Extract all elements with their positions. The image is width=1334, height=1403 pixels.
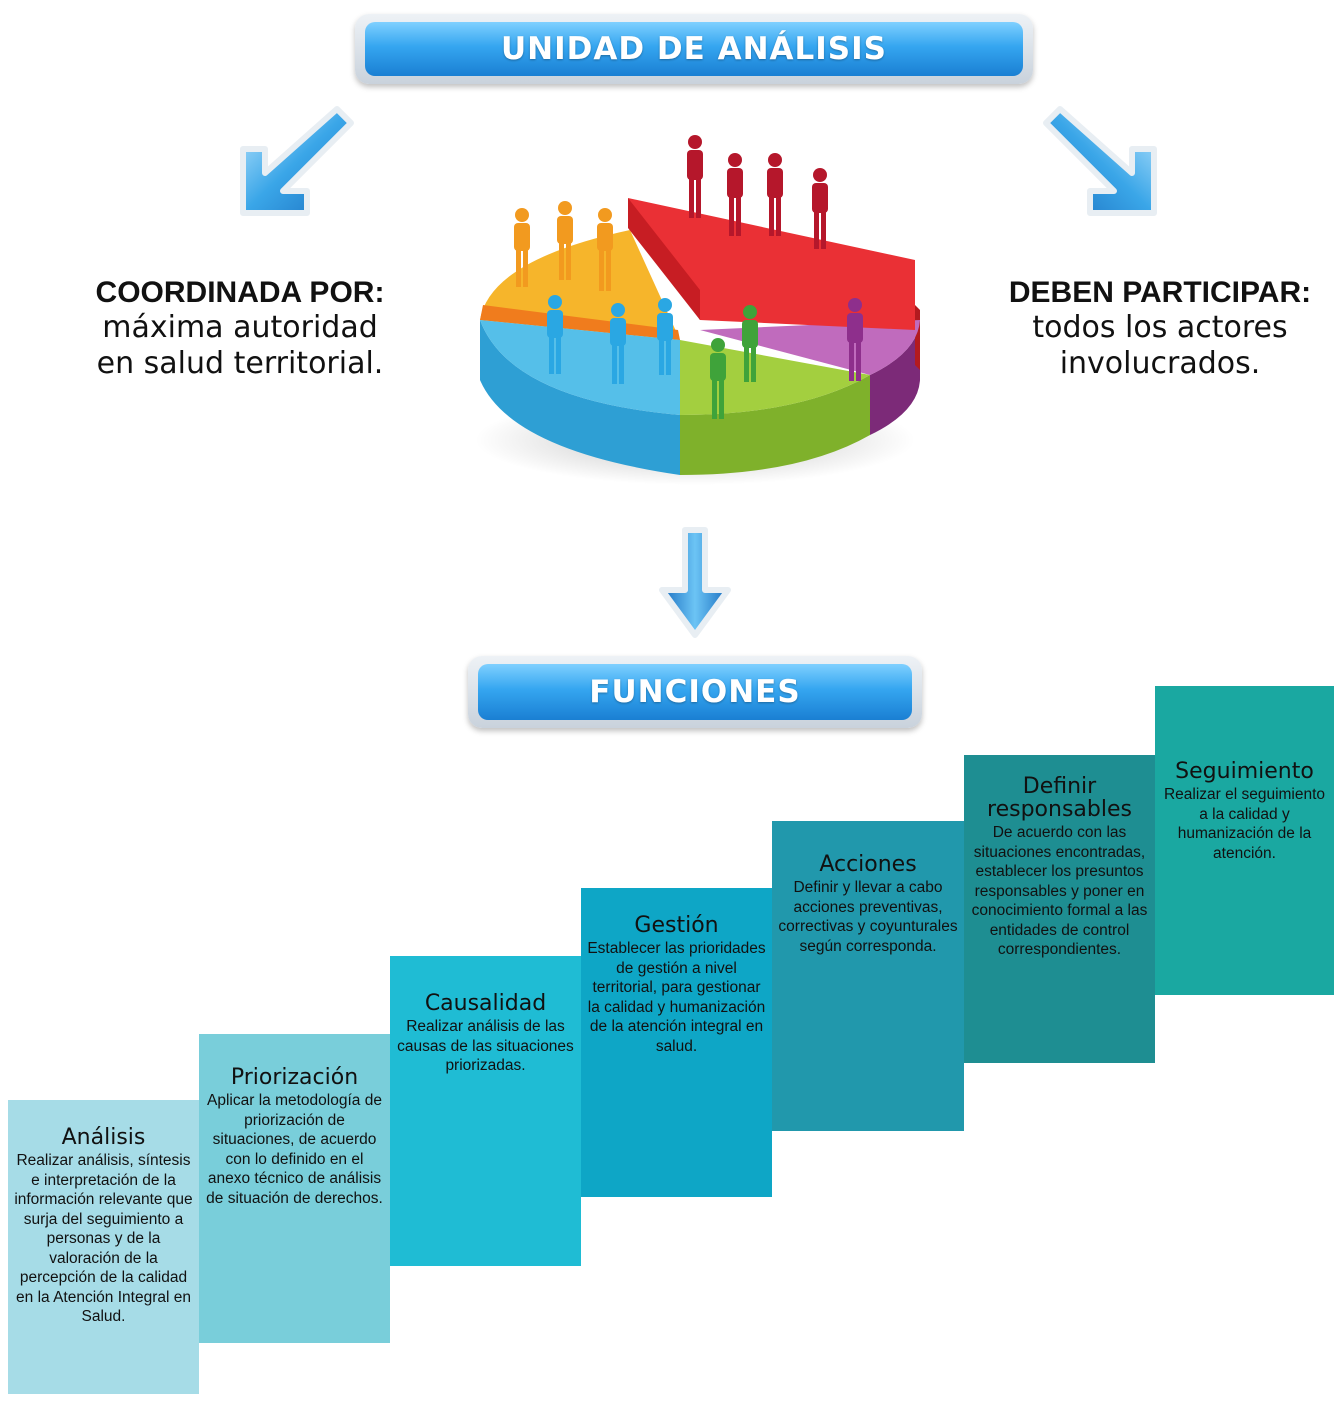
- arrow-left-down-icon: [240, 106, 354, 216]
- participar-block: DEBEN PARTICIPAR: todos los actores invo…: [990, 276, 1330, 382]
- step-title: Acciones: [819, 852, 917, 877]
- step-description: Realizar el seguimiento a la calidad y h…: [1163, 786, 1326, 862]
- unidad-analisis-label: UNIDAD DE ANÁLISIS: [500, 31, 887, 67]
- step-title: Definir responsables: [987, 774, 1132, 823]
- funciones-label: FUNCIONES: [589, 674, 801, 710]
- participar-heading: DEBEN PARTICIPAR:: [1008, 276, 1312, 309]
- funciones-banner: FUNCIONES: [468, 656, 922, 728]
- funciones-banner-inner: FUNCIONES: [478, 664, 912, 720]
- step-causalidad: Causalidad Realizar análisis de las caus…: [390, 956, 581, 1266]
- step-definir-responsables: Definir responsables De acuerdo con las …: [964, 755, 1155, 1063]
- arrow-right-down-icon: [1043, 106, 1157, 216]
- coordinada-line-2: en salud territorial.: [96, 346, 384, 381]
- arrow-down-icon: [659, 527, 731, 638]
- step-description: Aplicar la metodología de priorización d…: [206, 1092, 383, 1207]
- step-gestion: Gestión Establecer las prioridades de ge…: [581, 888, 772, 1197]
- step-title: Causalidad: [424, 991, 547, 1016]
- coordinada-block: COORDINADA POR: máxima autoridad en salu…: [60, 276, 420, 382]
- unidad-analisis-banner: UNIDAD DE ANÁLISIS: [355, 14, 1033, 84]
- step-title: Análisis: [61, 1125, 146, 1150]
- step-description: Establecer las prioridades de gestión a …: [587, 940, 766, 1055]
- step-priorizacion: Priorización Aplicar la metodología de p…: [199, 1034, 390, 1343]
- coordinada-line-1: máxima autoridad: [102, 310, 378, 345]
- step-analisis: Análisis Realizar análisis, síntesis e i…: [8, 1100, 199, 1394]
- participar-line-2: involucrados.: [1059, 346, 1261, 381]
- step-acciones: Acciones Definir y llevar a cabo accione…: [772, 821, 964, 1131]
- step-seguimiento: Seguimiento Realizar el seguimiento a la…: [1155, 686, 1334, 995]
- step-description: De acuerdo con las situaciones encontrad…: [971, 824, 1148, 959]
- pie-chart-people-illustration: [475, 135, 920, 485]
- unidad-analisis-banner-inner: UNIDAD DE ANÁLISIS: [365, 22, 1023, 76]
- step-description: Realizar análisis de las causas de las s…: [397, 1018, 574, 1075]
- step-title: Priorización: [230, 1065, 359, 1090]
- step-title: Gestión: [634, 913, 719, 938]
- coordinada-heading: COORDINADA POR:: [95, 276, 385, 309]
- step-description: Realizar análisis, síntesis e interpreta…: [14, 1152, 193, 1326]
- participar-line-1: todos los actores: [1032, 310, 1288, 345]
- step-description: Definir y llevar a cabo acciones prevent…: [778, 879, 958, 955]
- step-title: Seguimiento: [1175, 759, 1314, 784]
